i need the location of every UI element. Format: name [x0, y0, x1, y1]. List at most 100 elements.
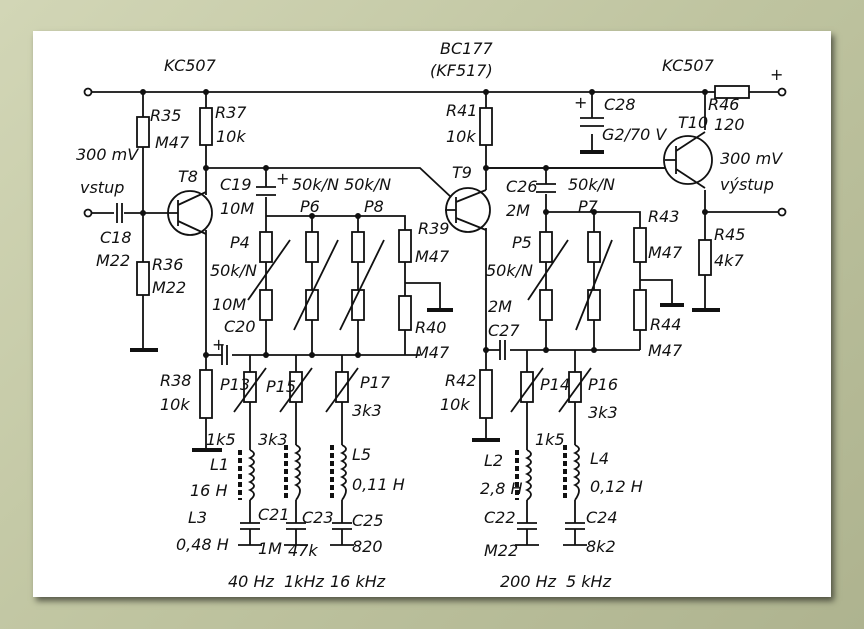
- label-c25v: 820: [352, 537, 383, 556]
- label-p8: P8: [364, 197, 384, 216]
- label-c23: C23: [302, 508, 334, 527]
- label-p7v-top: 50k/N: [568, 175, 615, 194]
- label-c21v: 1M: [258, 539, 282, 558]
- label-l5v: 0,11 H: [352, 475, 405, 494]
- label-r43v: M47: [648, 243, 683, 262]
- label-kc507-left: KC507: [164, 56, 217, 75]
- label-r44v: M47: [648, 341, 683, 360]
- label-r42: R42: [445, 371, 476, 390]
- label-p16v: 3k3: [588, 403, 618, 422]
- label-c25: C25: [352, 511, 384, 530]
- label-r41v: 10k: [446, 127, 476, 146]
- label-l4v: 0,12 H: [590, 477, 643, 496]
- label-c22v: M22: [484, 541, 518, 560]
- label-r46: R46: [708, 95, 739, 114]
- label-c20: C20: [224, 317, 256, 336]
- label-r35v: M47: [155, 133, 190, 152]
- label-v-in: 300 mV: [76, 145, 139, 164]
- label-c18v: M22: [96, 251, 130, 270]
- label-t8: T8: [178, 167, 198, 186]
- label-r39v: M47: [415, 247, 450, 266]
- label-p15: P15: [266, 377, 296, 396]
- label-c24: C24: [586, 508, 618, 527]
- label-r35: R35: [150, 106, 181, 125]
- label-freq-40hz: 40 Hz: [228, 572, 274, 591]
- label-p5v: 50k/N: [486, 261, 533, 280]
- label-freq-5khz: 5 kHz: [566, 572, 612, 591]
- label-kc507-right: KC507: [662, 56, 715, 75]
- grounds: [130, 150, 720, 452]
- label-p17v: 3k3: [352, 401, 382, 420]
- label-p6v-top: 50k/N 50k/N: [292, 175, 391, 194]
- resistors: [136, 85, 750, 419]
- label-freq-16khz: 16 kHz: [330, 572, 386, 591]
- label-c22: C22: [484, 508, 516, 527]
- label-c19-plus: +: [276, 169, 289, 188]
- label-freq-1khz: 1kHz: [284, 572, 324, 591]
- label-p14v: 1k5: [535, 430, 565, 449]
- label-p15v: 3k3: [258, 430, 288, 449]
- label-c20v: 10M: [212, 295, 246, 314]
- label-r36v: M22: [152, 278, 186, 297]
- label-out: výstup: [720, 175, 774, 194]
- label-p7: P7: [578, 197, 599, 216]
- label-l3v: 0,48 H: [176, 535, 229, 554]
- label-l1v: 16 H: [190, 481, 227, 500]
- label-r41: R41: [446, 101, 477, 120]
- label-c28: C28: [604, 95, 636, 114]
- label-r39: R39: [418, 219, 449, 238]
- label-r36: R36: [152, 255, 183, 274]
- label-l2: L2: [484, 451, 503, 470]
- label-kf517: (KF517): [430, 61, 493, 80]
- label-l4: L4: [590, 449, 609, 468]
- label-p4v: 50k/N: [210, 261, 257, 280]
- label-c28v: G2/70 V: [602, 125, 667, 144]
- label-plus: +: [770, 65, 783, 84]
- label-c28-plus: +: [574, 93, 587, 112]
- label-c27: C27: [488, 321, 520, 340]
- label-freq-200hz: 200 Hz: [500, 572, 557, 591]
- label-r44: R44: [650, 315, 681, 334]
- label-p13: P13: [220, 375, 250, 394]
- inductors: [238, 444, 580, 501]
- label-c18: C18: [100, 228, 132, 247]
- label-c20-plus: +: [212, 335, 225, 354]
- label-c23v: 47k: [288, 541, 318, 560]
- label-r45v: 4k7: [714, 251, 744, 270]
- label-r43: R43: [648, 207, 679, 226]
- label-l2v: 2,8 H: [480, 479, 523, 498]
- label-r40v: M47: [415, 343, 450, 362]
- label-r37: R37: [215, 103, 247, 122]
- label-c24v: 8k2: [586, 537, 616, 556]
- label-l1: L1: [210, 455, 229, 474]
- label-p16: P16: [588, 375, 618, 394]
- label-r45: R45: [714, 225, 745, 244]
- label-p13v: 1k5: [206, 430, 236, 449]
- junctions: [140, 89, 708, 358]
- label-r37v: 10k: [216, 127, 246, 146]
- transistors: [165, 131, 713, 236]
- label-r42v: 10k: [440, 395, 470, 414]
- label-p4: P4: [230, 233, 250, 252]
- label-in: vstup: [80, 178, 124, 197]
- label-r40: R40: [415, 318, 446, 337]
- label-c21: C21: [258, 505, 290, 524]
- label-p14: P14: [540, 375, 570, 394]
- label-c19: C19: [220, 175, 252, 194]
- label-c19v: 10M: [220, 199, 254, 218]
- label-t10: T10: [678, 113, 708, 132]
- label-l5: L5: [352, 445, 371, 464]
- label-p17: P17: [360, 373, 391, 392]
- label-p5: P5: [512, 233, 532, 252]
- label-c26v: 2M: [506, 201, 530, 220]
- label-p6: P6: [300, 197, 320, 216]
- label-r38: R38: [160, 371, 191, 390]
- label-r46v: 120: [714, 115, 745, 134]
- label-t9: T9: [452, 163, 472, 182]
- schematic-paper: [33, 31, 831, 597]
- label-v-out: 300 mV: [720, 149, 783, 168]
- label-c27v: 2M: [488, 297, 512, 316]
- label-r38v: 10k: [160, 395, 190, 414]
- label-c26: C26: [506, 177, 538, 196]
